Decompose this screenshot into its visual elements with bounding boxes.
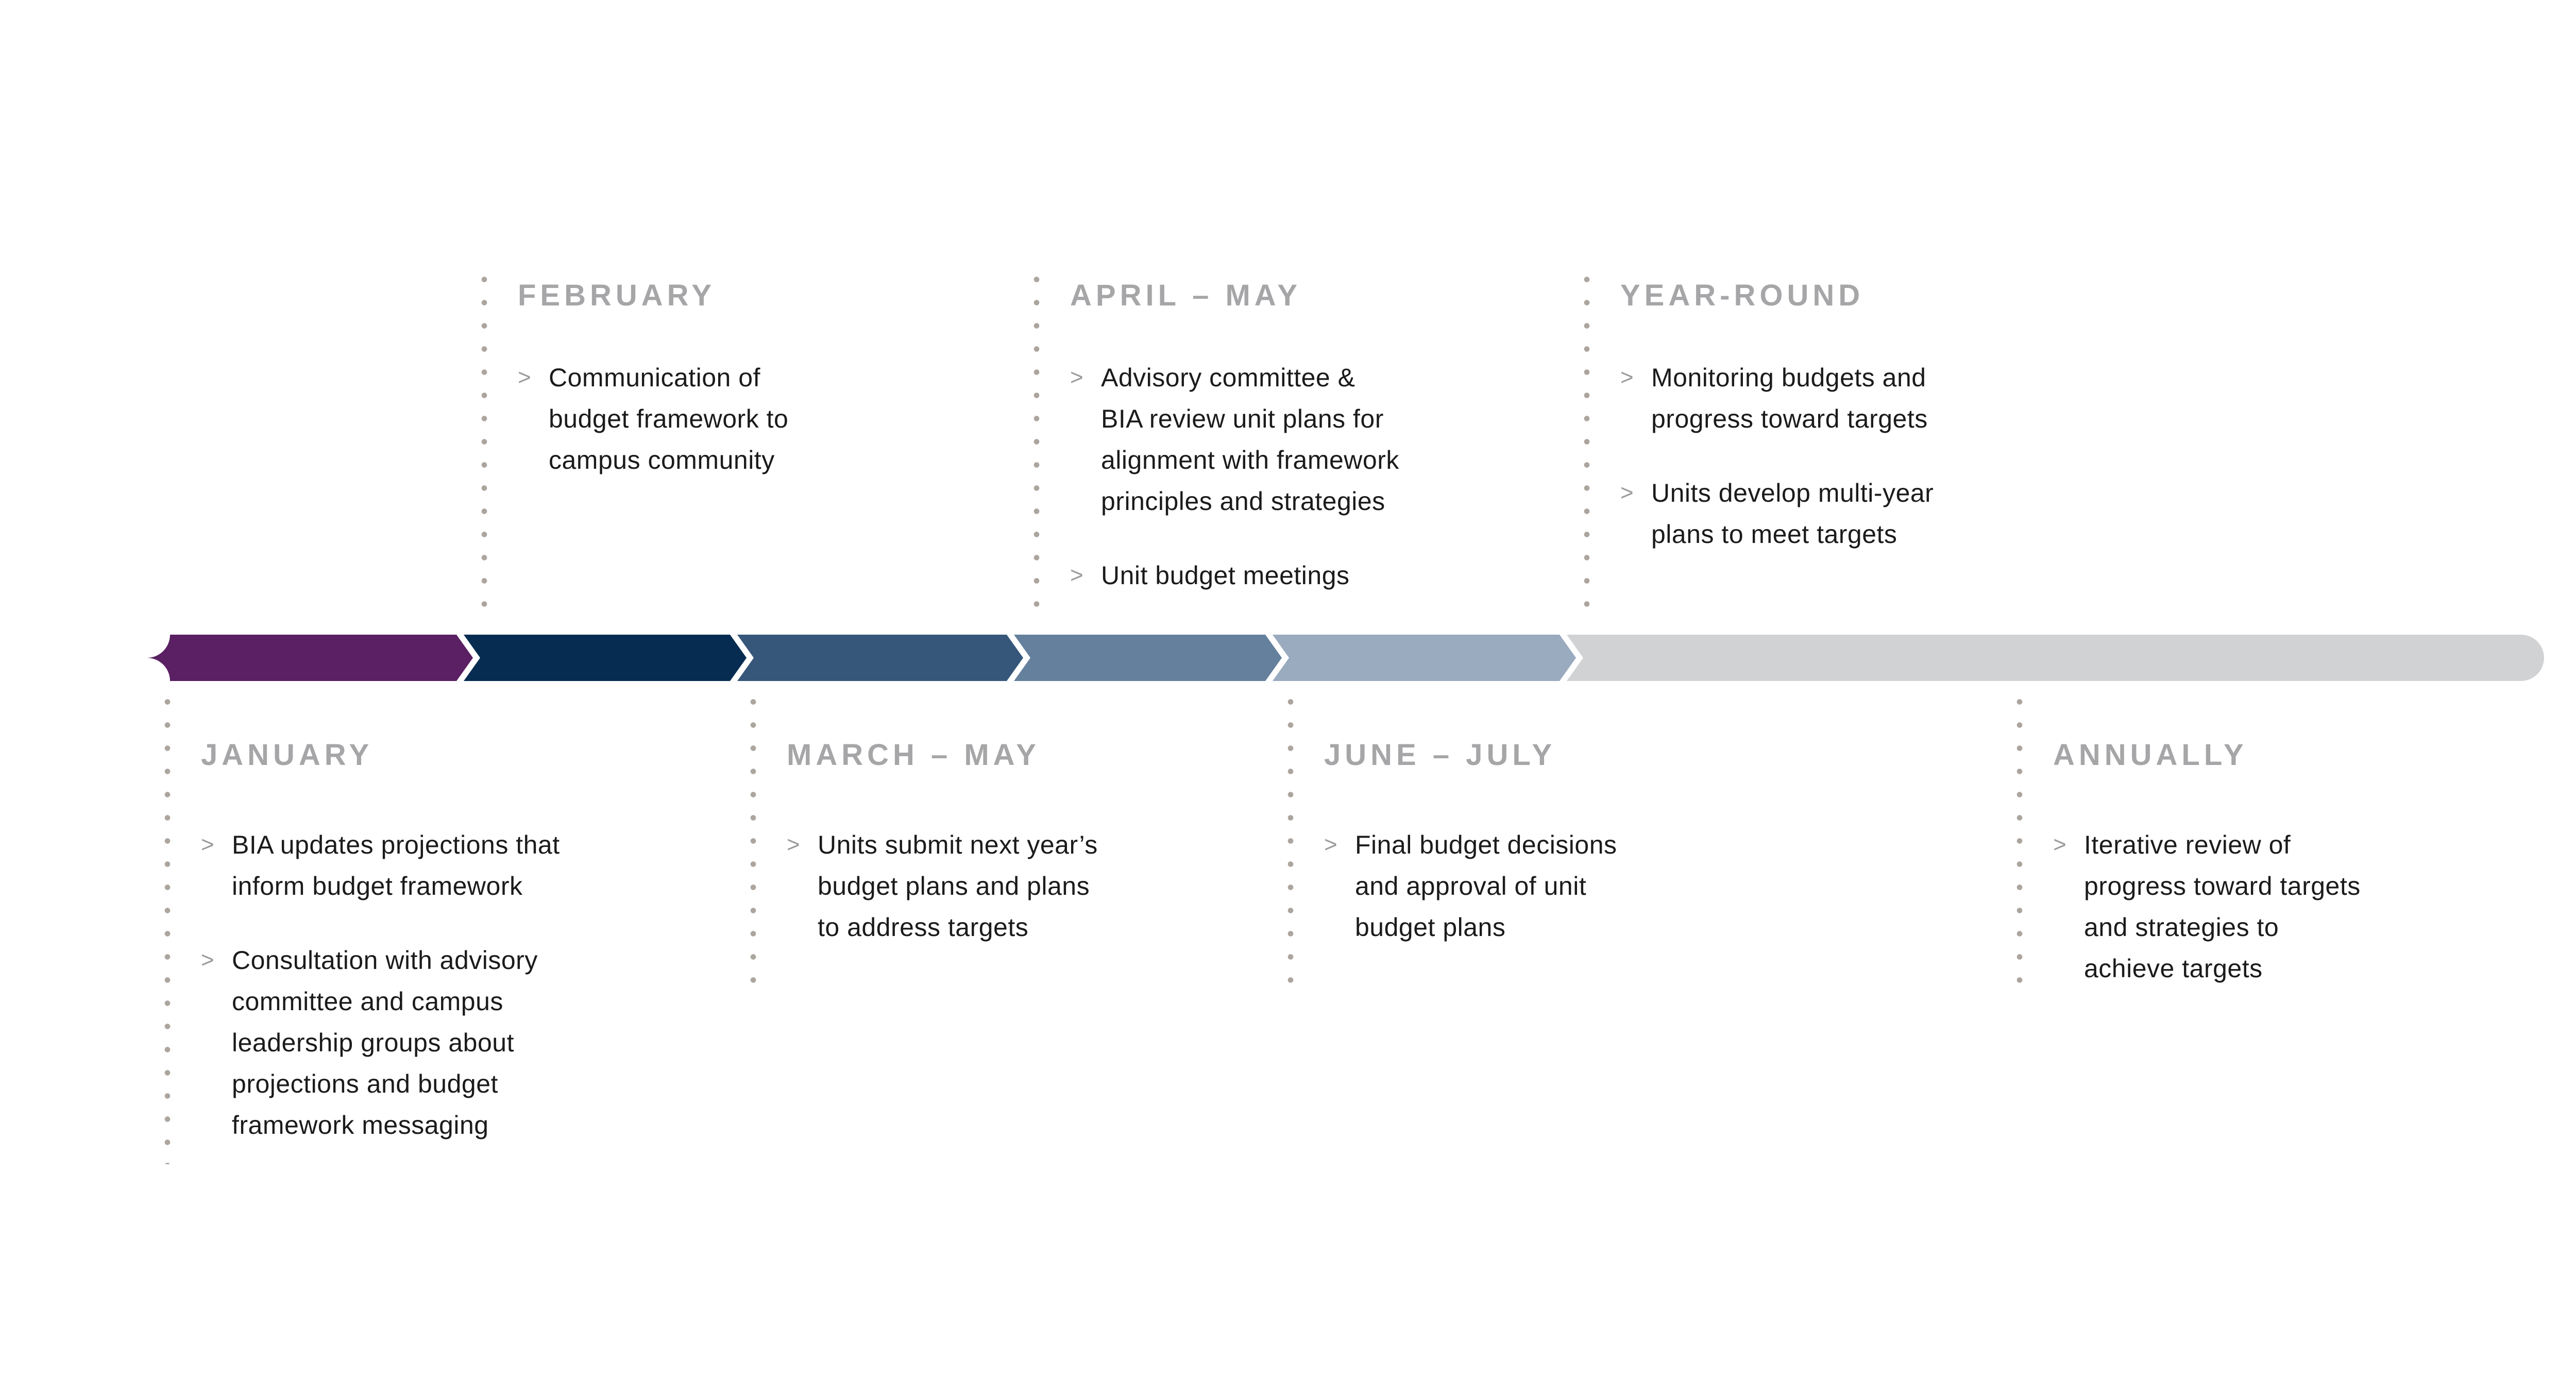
timeline-segment-6: [1567, 635, 2544, 681]
timeline-segment-4: [1014, 635, 1282, 681]
section-march-may: MARCH – MAY > Units submit next year’s b…: [787, 740, 1098, 981]
timeline-bar: [147, 635, 2544, 681]
section-february: FEBRUARY > Communication of budget frame…: [518, 281, 788, 514]
timeline-segment-3: [737, 635, 1023, 681]
list-item-text: Unit budget meetings: [1101, 561, 1350, 590]
dotted-line-february: [481, 268, 487, 612]
list-item-text: Communication of budget framework to cam…: [549, 363, 789, 474]
dotted-line-annually: [2016, 690, 2023, 986]
list-item-text: Advisory committee & BIA review unit pla…: [1101, 363, 1399, 516]
chevron-bullet-icon: >: [1620, 365, 1634, 390]
month-label-january: JANUARY: [201, 738, 374, 772]
month-label-february: FEBRUARY: [518, 279, 716, 312]
section-january: JANUARY > BIA updates projections that i…: [201, 740, 560, 1179]
month-label-june-july: JUNE – JULY: [1324, 738, 1556, 772]
month-label-annually: ANNUALLY: [2053, 738, 2248, 772]
section-february-items: > Communication of budget framework to c…: [518, 357, 788, 481]
list-item: > Final budget decisions and approval of…: [1324, 824, 1617, 948]
section-january-items: > BIA updates projections that inform bu…: [201, 824, 560, 1146]
list-item-text: Final budget decisions and approval of u…: [1355, 830, 1617, 942]
dotted-line-january: [164, 690, 171, 1164]
chevron-bullet-icon: >: [1070, 365, 1083, 390]
list-item: > Iterative review of progress toward ta…: [2053, 824, 2361, 989]
list-item: > Units submit next year’s budget plans …: [787, 824, 1098, 948]
chevron-bullet-icon: >: [2053, 832, 2066, 857]
section-annually: ANNUALLY > Iterative review of progress …: [2053, 740, 2361, 1022]
list-item-text: Iterative review of progress toward targ…: [2084, 830, 2361, 983]
section-june-july-items: > Final budget decisions and approval of…: [1324, 824, 1617, 948]
list-item: > Units develop multi-year plans to meet…: [1620, 472, 1934, 555]
section-june-july: JUNE – JULY > Final budget decisions and…: [1324, 740, 1617, 981]
chevron-bullet-icon: >: [518, 365, 531, 390]
list-item-text: Monitoring budgets and progress toward t…: [1651, 363, 1928, 433]
chevron-bullet-icon: >: [787, 832, 800, 857]
list-item: > Monitoring budgets and progress toward…: [1620, 357, 1934, 439]
list-item-text: Units develop multi-year plans to meet t…: [1651, 479, 1934, 549]
dotted-line-year-round: [1584, 268, 1590, 612]
section-year-round: YEAR-ROUND > Monitoring budgets and prog…: [1620, 281, 1934, 588]
section-april-may-items: > Advisory committee & BIA review unit p…: [1070, 357, 1399, 596]
month-label-march-may: MARCH – MAY: [787, 738, 1040, 772]
list-item: > Consultation with advisory committee a…: [201, 940, 560, 1146]
timeline-segment-5: [1273, 635, 1576, 681]
chevron-bullet-icon: >: [1070, 563, 1083, 588]
list-item: > BIA updates projections that inform bu…: [201, 824, 560, 907]
dotted-line-april-may: [1033, 268, 1040, 612]
section-march-may-items: > Units submit next year’s budget plans …: [787, 824, 1098, 948]
list-item-text: Units submit next year’s budget plans an…: [818, 830, 1098, 942]
dotted-line-march-may: [750, 690, 756, 986]
list-item-text: Consultation with advisory committee and…: [232, 946, 538, 1139]
list-item: > Communication of budget framework to c…: [518, 357, 788, 481]
list-item: > Unit budget meetings: [1070, 555, 1399, 596]
month-label-year-round: YEAR-ROUND: [1620, 279, 1865, 312]
chevron-bullet-icon: >: [201, 832, 214, 857]
list-item-text: BIA updates projections that inform budg…: [232, 830, 560, 900]
section-year-round-items: > Monitoring budgets and progress toward…: [1620, 357, 1934, 555]
timeline-segment-1: [147, 635, 473, 681]
section-annually-items: > Iterative review of progress toward ta…: [2053, 824, 2361, 989]
chevron-bullet-icon: >: [1620, 480, 1634, 505]
month-label-april-may: APRIL – MAY: [1070, 279, 1301, 312]
chevron-bullet-icon: >: [1324, 832, 1337, 857]
chevron-bullet-icon: >: [201, 947, 214, 973]
dotted-line-june-july: [1287, 690, 1294, 986]
timeline-segment-2: [464, 635, 747, 681]
list-item: > Advisory committee & BIA review unit p…: [1070, 357, 1399, 522]
section-april-may: APRIL – MAY > Advisory committee & BIA r…: [1070, 281, 1399, 629]
